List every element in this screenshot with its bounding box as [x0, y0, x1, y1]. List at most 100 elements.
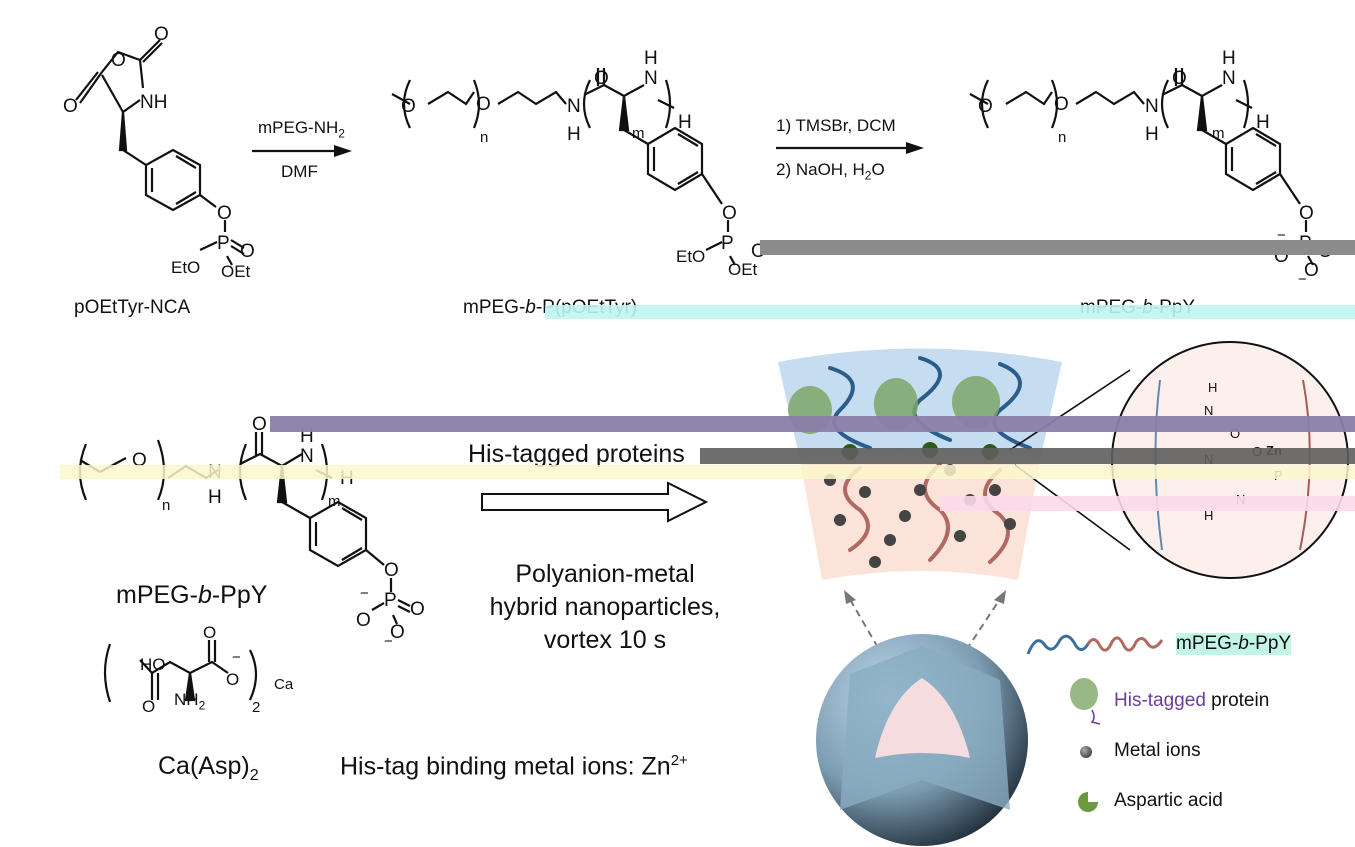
svg-text:O: O: [1299, 203, 1314, 224]
svg-text:O: O: [384, 560, 399, 581]
svg-text:O: O: [63, 96, 78, 117]
svg-text:O: O: [240, 241, 255, 262]
artifact-band-yellow: [60, 465, 1355, 479]
svg-text:O: O: [226, 670, 239, 689]
artifact-band-pink: [940, 496, 1355, 511]
svg-text:H: H: [1256, 112, 1270, 133]
nanoparticle-sphere: [816, 634, 1028, 846]
artifact-band-dark: [700, 448, 1355, 464]
metal-note: His-tag binding metal ions: Zn2+: [340, 752, 688, 781]
condition-line-1: Polyanion-metal: [515, 560, 695, 588]
svg-text:−: −: [1298, 271, 1307, 288]
svg-text:O: O: [1172, 68, 1187, 89]
svg-text:O: O: [252, 414, 267, 435]
svg-text:H: H: [678, 112, 692, 133]
artifact-band-purple: [270, 416, 1355, 432]
monomer-name: pOEtTyr-NCA: [74, 297, 191, 318]
svg-text:O: O: [390, 622, 405, 643]
ester-right-label: OEt: [221, 262, 251, 281]
legend: mPEG-b-PpY His-tagged protein Metal ions…: [1026, 628, 1355, 824]
svg-text:−: −: [384, 633, 393, 650]
svg-text:n: n: [162, 497, 170, 514]
legend-label-metal: Metal ions: [1114, 740, 1201, 761]
step2-line1: 1) TMSBr, DCM: [776, 116, 896, 135]
svg-text:O: O: [1230, 426, 1240, 441]
svg-text:O: O: [142, 697, 155, 716]
condition-line-2: hybrid nanoparticles,: [489, 593, 721, 621]
svg-text:H: H: [644, 48, 658, 69]
protein-icon: [1070, 678, 1101, 725]
svg-text:O: O: [722, 203, 737, 224]
svg-text:O: O: [1054, 94, 1069, 115]
svg-text:O: O: [594, 68, 609, 89]
svg-text:m: m: [1212, 125, 1225, 142]
svg-text:H: H: [1222, 48, 1236, 69]
nh2-label: NH2: [174, 690, 206, 713]
svg-text:P: P: [217, 233, 230, 254]
svg-text:H: H: [567, 124, 581, 145]
svg-text:n: n: [1058, 129, 1066, 146]
svg-text:O: O: [978, 96, 993, 117]
svg-text:−: −: [1277, 227, 1286, 244]
svg-text:O: O: [203, 623, 216, 642]
svg-text:H: H: [1208, 380, 1217, 395]
step2-line2: 2) NaOH, H2O: [776, 160, 885, 183]
legend-label-polymer: mPEG-b-PpY: [1176, 633, 1292, 655]
artifact-band-cyan: [545, 305, 1355, 319]
svg-text:2: 2: [252, 699, 260, 716]
arrow-label-below: Polyanion-metal hybrid nanoparticles, vo…: [460, 558, 750, 657]
svg-text:N: N: [567, 96, 581, 117]
legend-item-polymer: mPEG-b-PpY: [1026, 628, 1355, 662]
product-structure: [969, 68, 1314, 266]
svg-text:H: H: [1204, 508, 1213, 523]
svg-text:NH: NH: [140, 92, 167, 113]
svg-text:O: O: [1304, 260, 1319, 281]
svg-text:O: O: [401, 96, 416, 117]
svg-text:O: O: [410, 599, 425, 620]
intermediate-ester-left: EtO: [676, 247, 706, 266]
svg-text:N: N: [1222, 68, 1236, 89]
ca-asp-name: Ca(Asp)2: [158, 752, 259, 784]
legend-item-protein: His-tagged protein: [1026, 676, 1355, 730]
condition-line-3: vortex 10 s: [543, 626, 667, 654]
ester-left-label: EtO: [171, 258, 201, 277]
legend-item-asp: Aspartic acid: [1026, 784, 1355, 824]
polymer-chain-icon: [1026, 634, 1164, 655]
svg-text:O: O: [476, 94, 491, 115]
svg-text:m: m: [632, 125, 645, 142]
open-arrow-icon: [481, 481, 709, 523]
pOEtTyr-NCA-structure: [75, 39, 245, 266]
svg-text:P: P: [721, 233, 734, 254]
svg-text:N: N: [1204, 403, 1213, 418]
metal-ion-icon: [1080, 746, 1092, 758]
step1-solvent: DMF: [281, 162, 318, 181]
svg-text:N: N: [644, 68, 658, 89]
arrow-label-above: His-tagged proteins: [468, 440, 685, 468]
svg-text:O: O: [111, 50, 126, 71]
polymer-name: mPEG-b-PpY: [116, 581, 268, 609]
artifact-band-gray: [760, 240, 1355, 255]
ca-label: Ca: [274, 676, 294, 693]
svg-text:O: O: [356, 610, 371, 631]
step1-reagent: mPEG-NH2: [258, 118, 345, 141]
legend-item-metal: Metal ions: [1026, 734, 1355, 774]
metal-ions: [824, 464, 1016, 568]
svg-text:−: −: [360, 585, 369, 602]
svg-text:N: N: [300, 446, 314, 467]
intermediate-structure: [391, 68, 736, 266]
aspartic-acid-icon: [1078, 792, 1098, 812]
svg-text:O: O: [154, 24, 169, 45]
svg-text:n: n: [480, 129, 488, 146]
svg-text:H: H: [1145, 124, 1159, 145]
svg-text:O: O: [217, 203, 232, 224]
intermediate-ester-right: OEt: [728, 260, 758, 279]
legend-label-asp: Aspartic acid: [1114, 790, 1223, 811]
svg-text:H: H: [208, 487, 222, 508]
protein-icon: [952, 376, 1000, 428]
svg-text:HO: HO: [140, 655, 166, 674]
svg-text:−: −: [232, 649, 241, 666]
svg-text:N: N: [1145, 96, 1159, 117]
svg-text:P: P: [384, 590, 397, 611]
legend-label-protein: His-tagged protein: [1114, 690, 1270, 711]
